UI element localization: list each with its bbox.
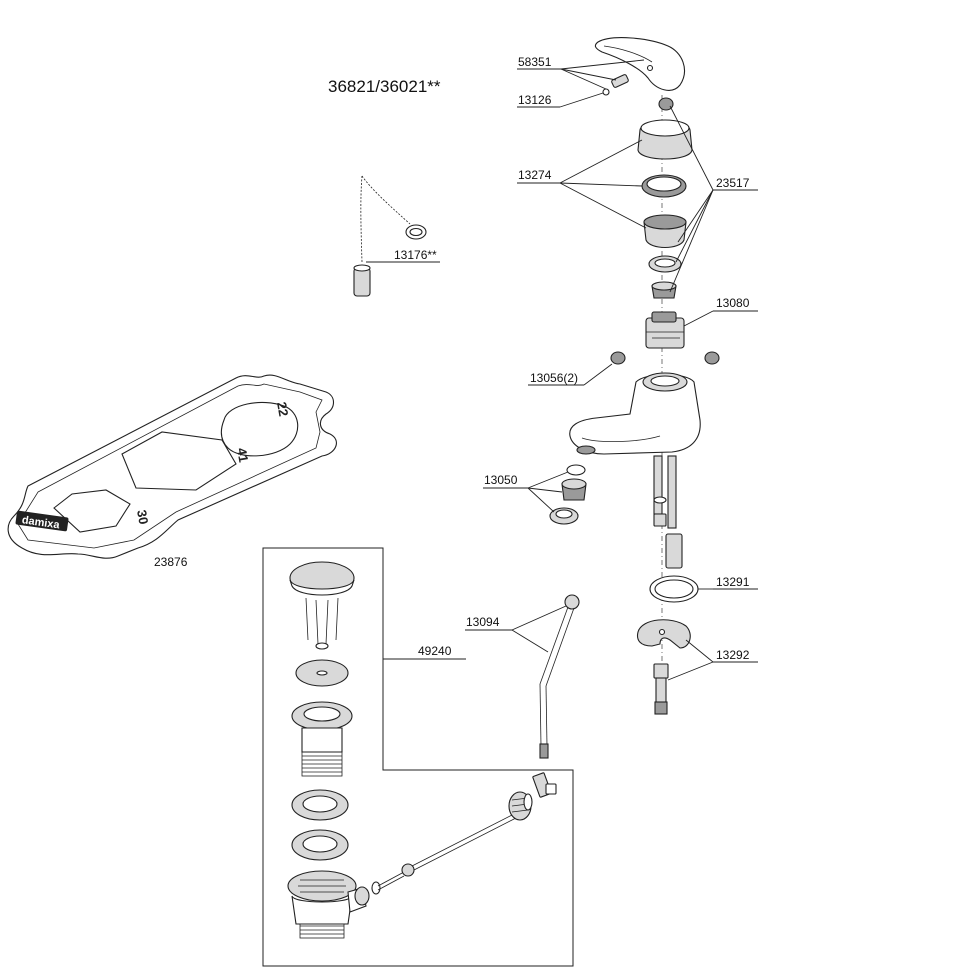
svg-text:13291: 13291 (716, 575, 750, 589)
washer-small-part (653, 496, 667, 504)
cone-sleeve-part (643, 214, 687, 249)
aerator-washer-part (566, 464, 586, 476)
svg-text:13050: 13050 (484, 473, 518, 487)
nut-small-part (653, 513, 667, 527)
svg-text:22: 22 (274, 401, 291, 418)
washer-ring-part (648, 255, 682, 273)
svg-text:41: 41 (234, 447, 251, 464)
aerator-housing-part (549, 507, 579, 525)
waste-kit-frame (262, 547, 574, 967)
gasket-upper-part (291, 789, 349, 821)
callout-13126: 13126 (517, 92, 604, 108)
svg-text:23517: 23517 (716, 176, 750, 190)
spanner-size-30: 30 (134, 509, 151, 526)
svg-text:13080: 13080 (716, 296, 750, 310)
rod-nut-part (508, 791, 533, 821)
callout-23517: 23517 (669, 105, 758, 293)
horseshoe-plate-part (636, 619, 691, 649)
callout-58351: 58351 (517, 55, 645, 90)
mounting-screw-right-part (704, 351, 720, 365)
callout-13292: 13292 (667, 639, 758, 681)
svg-text:49240: 49240 (418, 644, 452, 658)
svg-text:13274: 13274 (518, 168, 552, 182)
pop-up-plug-part (289, 561, 355, 650)
svg-text:58351: 58351 (518, 55, 552, 69)
knurled-ring-part (641, 174, 687, 198)
spanner-size-22: 22 (274, 401, 291, 418)
callout-49240: 49240 (383, 644, 466, 660)
svg-text:13292: 13292 (716, 648, 750, 662)
spanner-brand: damixa (21, 514, 61, 531)
cartridge-part (645, 311, 685, 349)
waste-body-part (287, 870, 367, 939)
callout-13291: 13291 (698, 575, 758, 590)
lever-handle-part (594, 37, 685, 91)
callout-13094: 13094 (465, 605, 567, 653)
callout-13176: 13176** (366, 248, 440, 263)
faucet-body-part (569, 372, 701, 455)
mounting-screw-left-part (610, 351, 626, 365)
clevis-clip-part (532, 772, 557, 798)
callout-13080: 13080 (683, 296, 758, 327)
grub-screw-part (602, 74, 629, 96)
spindle-adapter-part (651, 281, 677, 299)
svg-text:13126: 13126 (518, 93, 552, 107)
plug-chain-part (353, 175, 427, 297)
lift-rod-part (539, 594, 580, 759)
model-number-title: 36821/36021** (328, 77, 441, 96)
waste-flange-part (291, 701, 353, 777)
spanner-size-41: 41 (234, 447, 251, 464)
o-ring-part (649, 575, 699, 603)
callout-13274: 13274 (517, 139, 647, 229)
pivot-rod-part (354, 813, 517, 906)
svg-text:13056(2): 13056(2) (530, 371, 578, 385)
spacer-sleeve-part (665, 533, 683, 569)
aerator-insert-part (561, 478, 587, 501)
gasket-lower-part (291, 829, 349, 861)
svg-text:13094: 13094 (466, 615, 500, 629)
svg-text:30: 30 (134, 509, 151, 526)
cover-dome-part (637, 119, 693, 160)
fixing-stud-part (653, 663, 669, 715)
cap-nut-part (658, 97, 674, 111)
svg-text:13176**: 13176** (394, 248, 437, 262)
callout-13050: 13050 (483, 471, 569, 513)
spanner-tool-part (7, 374, 337, 559)
callout-23876: 23876 (154, 555, 188, 569)
seal-disc-part (295, 659, 349, 687)
callout-13056: 13056(2) (528, 363, 613, 386)
